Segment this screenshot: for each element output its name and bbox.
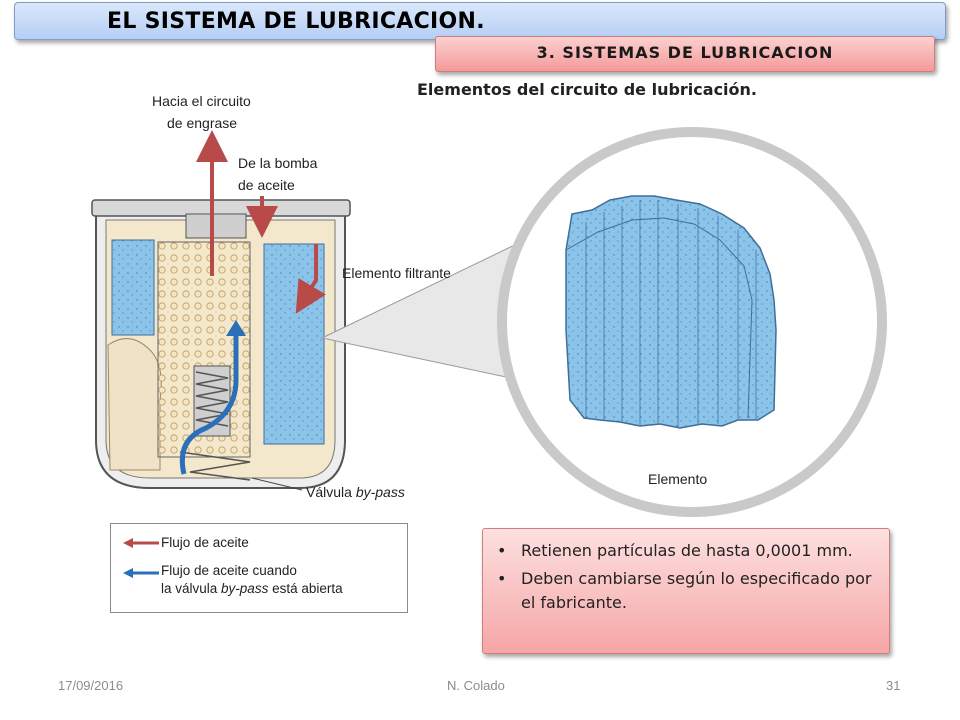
legend-bypass-flow-line2: la válvula by-pass está abierta [161, 580, 343, 597]
legend-bypass-prefix: la válvula [161, 581, 218, 596]
legend-oil-flow: Flujo de aceite [161, 535, 249, 550]
oil-filter-arrow [295, 244, 326, 314]
info-item: • Deben cambiarse según lo especificado p… [493, 567, 879, 615]
bullet-icon: • [497, 541, 507, 560]
label-bypass-prefix: Válvula [306, 484, 352, 500]
footer-author: N. Colado [447, 678, 505, 693]
section-heading: Elementos del circuito de lubricación. [417, 80, 757, 99]
info-item: • Retienen partículas de hasta 0,0001 mm. [493, 539, 879, 563]
slide-subtitle: 3. SISTEMAS DE LUBRICACION [536, 43, 834, 62]
label-bypass-italic: by-pass [356, 484, 405, 500]
subtitle-bar: 3. SISTEMAS DE LUBRICACION [435, 36, 935, 72]
legend-bypass-italic: by-pass [221, 581, 269, 596]
bypass-leader-line [251, 477, 303, 491]
info-box: • Retienen partículas de hasta 0,0001 mm.… [482, 528, 890, 654]
bypass-arrow-head [226, 320, 246, 336]
bullet-icon: • [497, 569, 507, 588]
bypass-flow-arrow [179, 330, 239, 475]
zoom-callout-wedge [320, 239, 526, 381]
legend-blue-arrow-icon [123, 568, 159, 578]
legend-red-arrow-icon [123, 538, 159, 548]
label-in-1: De la bomba [238, 155, 318, 171]
label-in-2: de aceite [238, 177, 295, 193]
legend-box: Flujo de aceite Flujo de aceite cuando l… [110, 523, 408, 613]
label-element: Elemento [648, 471, 707, 487]
slide-title: EL SISTEMA DE LUBRICACION. [107, 9, 485, 34]
label-out-2: de engrase [167, 115, 237, 131]
label-out-1: Hacia el circuito [152, 93, 251, 109]
label-bypass-valve: Válvula by-pass [306, 484, 405, 500]
legend-bypass-suffix: está abierta [272, 581, 343, 596]
legend-bypass-flow-line1: Flujo de aceite cuando [161, 563, 297, 578]
info-list: • Retienen partículas de hasta 0,0001 mm.… [493, 539, 879, 619]
label-filter-element: Elemento filtrante [342, 265, 451, 281]
filter-media-left [111, 239, 155, 336]
housing-folds [107, 338, 162, 471]
footer-page-number: 31 [886, 678, 901, 693]
oil-filter-diagram: Hacia el circuito de engrase De la bomba… [91, 93, 887, 517]
info-text: Retienen partículas de hasta 0,0001 mm. [521, 541, 853, 560]
footer-date: 17/09/2016 [58, 678, 124, 693]
title-bar: EL SISTEMA DE LUBRICACION. [14, 2, 946, 40]
info-text: Deben cambiarse según lo especificado po… [521, 569, 872, 612]
pleated-element [565, 195, 777, 429]
